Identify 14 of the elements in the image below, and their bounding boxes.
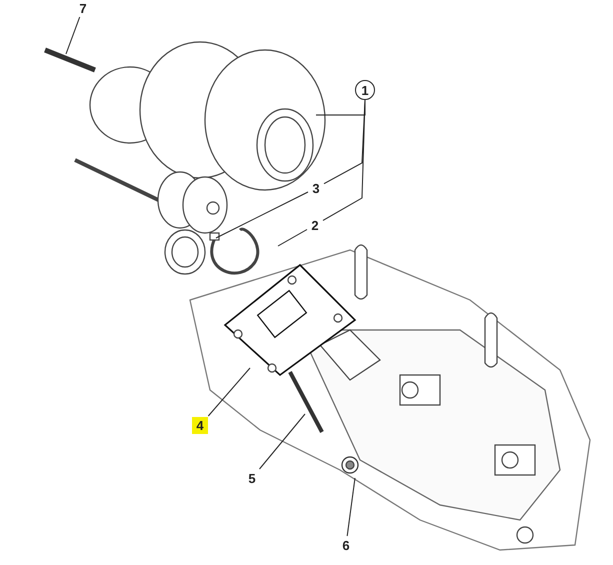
leader-line: [208, 368, 250, 416]
leader-line: [216, 192, 308, 238]
callout-number: 3: [309, 180, 323, 196]
leader-line: [278, 229, 308, 246]
leader-line: [66, 16, 80, 54]
callout-number: 6: [339, 537, 353, 553]
callout-number: 5: [245, 470, 259, 486]
leader-line: [346, 478, 356, 536]
leader-line: [322, 100, 366, 221]
callout-number: 2: [308, 217, 322, 233]
callout-number: 1: [355, 80, 375, 100]
callout-number: 7: [76, 0, 90, 16]
leader-line: [259, 414, 306, 470]
callout-number: 4: [192, 417, 208, 434]
